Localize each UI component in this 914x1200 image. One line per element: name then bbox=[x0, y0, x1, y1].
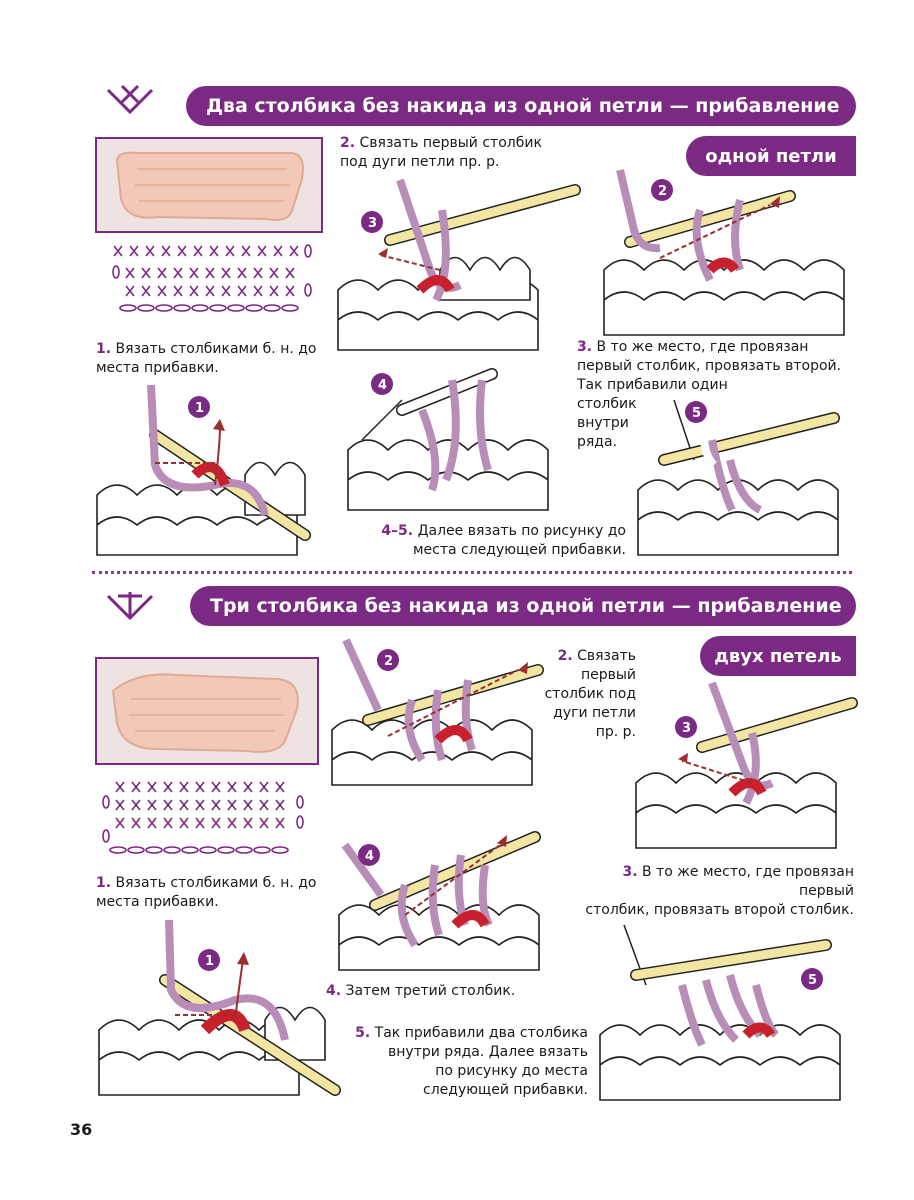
section2-step1-illustration: 1 bbox=[98, 919, 341, 1096]
section1-title: Два столбика без накида из одной петли —… bbox=[186, 86, 856, 126]
section1-tab-label: одной петли bbox=[705, 145, 837, 167]
svg-text:2: 2 bbox=[658, 184, 667, 199]
svg-text:1: 1 bbox=[195, 401, 204, 416]
step-number: 2. bbox=[340, 135, 356, 151]
section1-step2-illustration: 2 bbox=[603, 169, 845, 336]
step-badge-4: 4 bbox=[358, 844, 380, 866]
section1-step2-caption: 2. Связать первый столбик под дуги петли… bbox=[340, 134, 550, 172]
section2-title: Три столбика без накида из одной петли —… bbox=[190, 586, 856, 626]
page-number: 36 bbox=[70, 1120, 93, 1139]
step-text: Вязать столбиками б. н. до места прибавк… bbox=[96, 875, 317, 910]
step-number: 1. bbox=[96, 341, 112, 357]
step-text-line: столбик, провязать второй столбик. bbox=[585, 902, 854, 918]
step-text-line: Так прибавили один bbox=[577, 377, 728, 393]
svg-text:5: 5 bbox=[808, 973, 817, 988]
step-number: 4. bbox=[326, 983, 342, 999]
step-text-line: следующей прибавки. bbox=[423, 1082, 588, 1098]
step-text-line: первый bbox=[580, 667, 636, 683]
section1-step1-caption: 1. Вязать столбиками б. н. до места приб… bbox=[96, 340, 326, 378]
section2-step1-caption: 1. Вязать столбиками б. н. до места приб… bbox=[96, 874, 326, 912]
step-text-line: по рисунку до места bbox=[435, 1063, 588, 1079]
step-text-line: столбик bbox=[577, 396, 637, 412]
section1-step3-caption: 3. В то же место, где провязан первый ст… bbox=[577, 338, 847, 452]
svg-text:4: 4 bbox=[365, 849, 374, 864]
step-text-line: Связать bbox=[577, 648, 636, 664]
section2-step5-illustration: 5 bbox=[599, 924, 841, 1101]
step-text-line: внутри ряда. Далее вязать bbox=[388, 1044, 588, 1060]
section2-tab-label: двух петель bbox=[714, 645, 842, 667]
svg-text:3: 3 bbox=[682, 721, 691, 736]
svg-text:4: 4 bbox=[378, 378, 387, 393]
section1-title-text: Два столбика без накида из одной петли —… bbox=[206, 95, 840, 117]
svg-text:5: 5 bbox=[692, 406, 701, 421]
section2-title-text: Три столбика без накида из одной петли —… bbox=[210, 595, 842, 617]
step-text: Затем третий столбик. bbox=[345, 983, 516, 999]
section1-tab: одной петли bbox=[686, 136, 856, 176]
section1-stitch-chart bbox=[112, 244, 312, 312]
step-badge-5: 5 bbox=[685, 401, 707, 423]
crochet-increase-symbol-icon bbox=[106, 592, 154, 621]
section2-step2-illustration: 2 bbox=[331, 638, 544, 786]
section2-step5-caption: 5. Так прибавили два столбика внутри ряд… bbox=[350, 1024, 588, 1100]
step-text-line: столбик под bbox=[544, 686, 636, 702]
step-badge-3: 3 bbox=[361, 211, 383, 233]
step-text: Вязать столбиками б. н. до места прибавк… bbox=[96, 341, 317, 376]
step-text-line: внутри bbox=[577, 415, 629, 431]
section2-step4-caption: 4. Затем третий столбик. bbox=[326, 982, 526, 1001]
step-number: 1. bbox=[96, 875, 112, 891]
step-text-line: В то же место, где провязан bbox=[596, 339, 809, 355]
section1-step5-illustration: 5 bbox=[637, 399, 840, 556]
step-number: 3. bbox=[622, 864, 638, 880]
svg-text:3: 3 bbox=[368, 216, 377, 231]
section2-step4-illustration: 4 bbox=[338, 831, 541, 971]
section1-step4-illustration: 4 bbox=[347, 368, 549, 511]
step-number: 5. bbox=[355, 1025, 371, 1041]
step-badge-2: 2 bbox=[377, 649, 399, 671]
step-text-line: пр. р. bbox=[595, 724, 636, 740]
svg-text:2: 2 bbox=[384, 654, 393, 669]
step-text-line: В то же место, где провязан первый bbox=[642, 864, 854, 899]
section2-sample-photo bbox=[95, 657, 319, 765]
step-text: Далее вязать по рисунку до места следующ… bbox=[412, 523, 626, 558]
step-badge-3: 3 bbox=[675, 716, 697, 738]
section2-step2-caption: 2. Связать первый столбик под дуги петли… bbox=[540, 647, 636, 742]
section2-stitch-chart bbox=[102, 781, 304, 854]
section1-step3-illustration-a: 3 bbox=[337, 178, 581, 351]
crochet-increase-symbol-icon bbox=[106, 84, 154, 115]
section1-step45-caption: 4–5. Далее вязать по рисунку до места сл… bbox=[346, 522, 626, 560]
svg-text:1: 1 bbox=[205, 954, 214, 969]
step-text-line: ряда. bbox=[577, 434, 618, 450]
step-text: Связать первый столбик под дуги петли пр… bbox=[340, 135, 542, 170]
section2-tab: двух петель bbox=[700, 636, 856, 676]
step-text-line: дуги петли bbox=[553, 705, 636, 721]
step-badge-1: 1 bbox=[198, 949, 220, 971]
step-number: 2. bbox=[557, 648, 573, 664]
section2-step3-caption: 3. В то же место, где провязан первый ст… bbox=[580, 863, 854, 920]
section2-step3-illustration: 3 bbox=[635, 681, 858, 849]
step-badge-5: 5 bbox=[801, 968, 823, 990]
step-badge-2: 2 bbox=[651, 179, 673, 201]
step-number: 3. bbox=[577, 339, 593, 355]
step-number: 4–5. bbox=[381, 523, 414, 539]
step-badge-1: 1 bbox=[188, 396, 210, 418]
step-badge-4: 4 bbox=[371, 373, 393, 395]
section-divider bbox=[92, 571, 852, 574]
step-text-line: первый столбик, провязать второй. bbox=[577, 358, 842, 374]
step-text-line: Так прибавили два столбика bbox=[374, 1025, 588, 1041]
section1-step1-illustration: 1 bbox=[96, 384, 311, 556]
section1-sample-photo bbox=[95, 137, 323, 233]
